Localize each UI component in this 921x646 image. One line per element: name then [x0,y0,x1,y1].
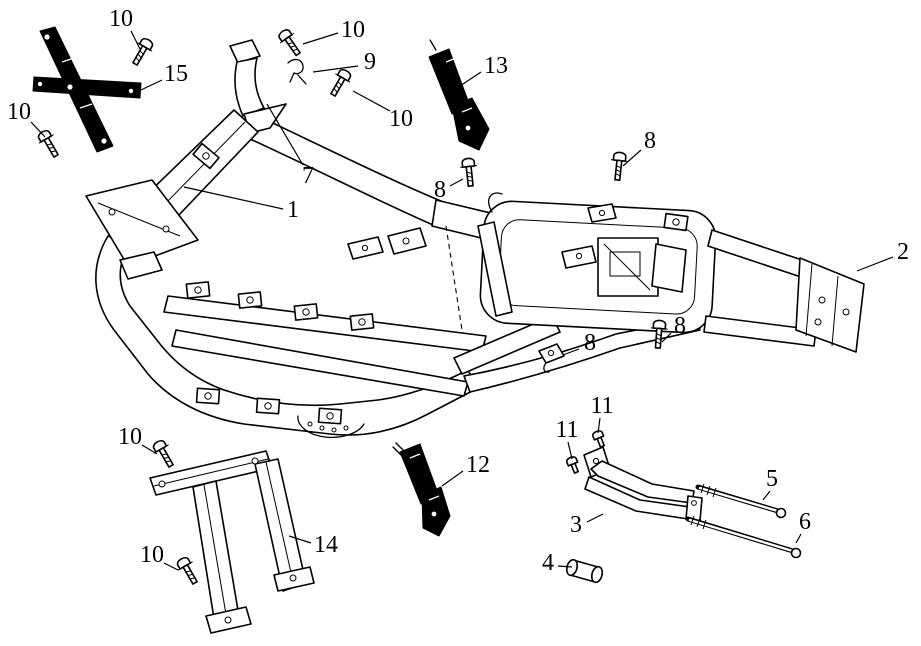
callout-leader-line [459,71,482,87]
part-callout-13: 13 [484,53,508,79]
part-14-floor-bracket [149,450,315,634]
frame-inner-rail [171,329,469,397]
callout-leader-line [586,513,604,523]
mount-tab-icon [237,291,263,309]
part-callout-8: 8 [434,177,446,203]
callout-leader-line [288,535,312,544]
part-callout-4: 4 [542,550,554,576]
part-callout-10: 10 [118,424,142,450]
callout-leader-line [130,30,141,50]
part-9-clip [287,58,307,85]
part-15-crossbar-bracket [32,26,142,153]
part-6-long-bolt [685,515,802,559]
frame-spine-tube [247,115,449,229]
part-callout-12: 12 [466,452,490,478]
callout-leader-line [312,65,359,73]
part-13-black-lever [428,39,490,151]
bolt-10-icon [126,34,157,69]
callout-leader-line [30,121,46,138]
part-callout-11: 11 [590,393,613,419]
callout-leader-line [140,79,163,91]
mount-tab-icon [293,303,319,321]
part-callout-9: 9 [364,49,376,75]
loop-hook [488,192,503,213]
part-3-support-bracket [583,446,703,522]
callout-leader-line [567,441,573,460]
part-5-long-bolt [695,483,787,519]
callout-leader-line [557,565,573,568]
rivet-11-icon [590,428,608,450]
down-tube-bracket [85,179,199,267]
callout-leader-line [183,186,284,210]
bolt-8-icon [608,150,630,182]
bolt-8-icon [458,156,480,188]
part-callout-10: 10 [140,542,164,568]
part-callout-1: 1 [287,197,299,223]
rear-lower-rail [703,315,817,347]
bolt-10-icon [324,65,355,100]
part-callout-8: 8 [644,128,656,154]
steering-neck-tab [229,39,261,64]
callout-leader-line [597,417,601,434]
part-8-clamp [538,343,565,373]
callout-leader-line [856,256,894,272]
callout-leader-line [795,533,802,544]
frame-assembly [85,39,865,439]
bolt-10-icon [34,126,65,161]
part-callout-2: 2 [897,239,909,265]
part-callout-10: 10 [389,106,413,132]
mount-tab-icon [349,313,375,331]
part-callout-10: 10 [341,17,365,43]
part-callout-6: 6 [799,509,811,535]
loop-front-post [477,221,513,317]
rear-upper-rail [707,229,815,281]
steering-neck [234,57,265,117]
callouts-layer: 10 15 10 10 9 10 13 71 8 8 2 8 8 10 11 11 12 34 56 14 10 [7,6,909,576]
callout-leader-line [352,90,391,112]
callout-leader-line [661,332,672,343]
callout-leader-line [266,103,304,166]
mount-tab-icon [317,407,343,425]
mount-tab-icon [185,281,211,299]
part-callout-8: 8 [674,313,686,339]
mount-tab-icon [663,212,689,232]
bolt-10-icon [274,25,306,60]
rivet-11-icon [564,454,582,476]
callout-leader-line [762,490,771,501]
part-callout-8: 8 [584,330,596,356]
part-4-bushing [565,558,604,584]
part-callout-11: 11 [555,417,578,443]
bolt-10-icon [173,553,204,588]
part-12-black-lever [392,442,451,537]
callout-leader-line [302,32,339,45]
frame-rear-lower-band [463,317,701,393]
frame-riser [453,315,561,375]
callout-leader-line [441,470,464,487]
rear-plate [795,257,865,353]
callout-leader-line [449,178,464,187]
bolt-10-icon [149,436,180,471]
callout-leader-line [163,562,179,571]
part-callout-10: 10 [7,99,31,125]
callout-leader-line [141,444,158,455]
callout-leader-line [622,149,642,167]
alignment-line [445,225,463,331]
mount-tab-icon [255,397,281,415]
part-callout-14: 14 [314,532,338,558]
part-callout-10: 10 [109,6,133,32]
mount-tab-icon [195,387,221,405]
callout-leader-line [562,348,580,356]
part-callout-15: 15 [164,61,188,87]
part-callout-7: 7 [302,163,314,189]
part-callout-3: 3 [570,512,582,538]
part-callout-5: 5 [766,466,778,492]
